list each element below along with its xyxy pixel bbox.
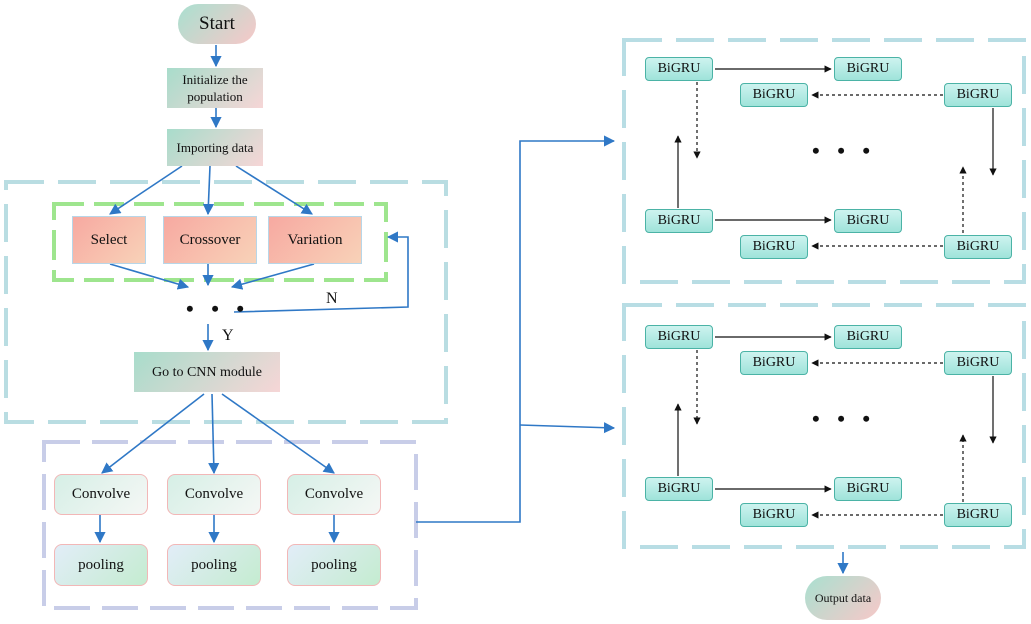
bigru-node: BiGRU (944, 235, 1012, 259)
bigru-node: BiGRU (834, 477, 902, 501)
pooling-node-3: pooling (287, 544, 381, 586)
pooling-node-1: pooling (54, 544, 148, 586)
bigru-node: BiGRU (944, 503, 1012, 527)
arrow-import-variation (235, 165, 313, 215)
cnn-frame (42, 440, 418, 610)
arrow-import-crossover (202, 165, 215, 216)
arrow-import-select (109, 165, 183, 215)
crossover-node: Crossover (163, 216, 257, 264)
bigru-node: BiGRU (834, 57, 902, 81)
bigru-dots: • • • (812, 138, 877, 163)
cnn-module-node: Go to CNN module (134, 352, 280, 392)
bigru-node: BiGRU (645, 209, 713, 233)
operator-frame (52, 202, 388, 282)
bigru-node: BiGRU (645, 57, 713, 81)
bigru-node: BiGRU (834, 209, 902, 233)
bigru-dots: • • • (812, 406, 877, 431)
output-data-node: Output data (805, 576, 881, 620)
importing-data-node: Importing data (167, 129, 263, 166)
bigru-frame-2 (622, 303, 1026, 549)
bigru-node: BiGRU (645, 325, 713, 349)
start-node: Start (178, 4, 256, 44)
select-node: Select (72, 216, 146, 264)
arrow-cnn-conv2 (208, 393, 220, 475)
arrow-select-merge (109, 263, 190, 290)
arrow-loop-n (233, 231, 409, 313)
bigru-node: BiGRU (944, 83, 1012, 107)
bigru-node: BiGRU (740, 351, 808, 375)
arrow-cnn-bigru2 (519, 422, 616, 434)
bigru-node: BiGRU (944, 351, 1012, 375)
bigru-frame-1 (622, 38, 1026, 284)
bigru-node: BiGRU (740, 503, 808, 527)
merge-dots: • • • (186, 296, 251, 321)
convolve-node-3: Convolve (287, 474, 381, 515)
arrow-cnn-conv1 (101, 393, 205, 474)
bigru-node: BiGRU (834, 325, 902, 349)
bigru-node: BiGRU (740, 235, 808, 259)
convolve-node-2: Convolve (167, 474, 261, 515)
arrow-variation-merge (230, 263, 315, 290)
ga-loop-frame (4, 180, 448, 424)
bigru-node: BiGRU (645, 477, 713, 501)
arrow-cnn-bigru1 (416, 135, 616, 523)
bigru-node: BiGRU (740, 83, 808, 107)
variation-node: Variation (268, 216, 362, 264)
init-population-node: Initialize the population (167, 68, 263, 108)
convolve-node-1: Convolve (54, 474, 148, 515)
label-n: N (326, 290, 338, 307)
pooling-node-2: pooling (167, 544, 261, 586)
label-y: Y (222, 327, 234, 344)
arrow-cnn-conv3 (221, 393, 335, 474)
